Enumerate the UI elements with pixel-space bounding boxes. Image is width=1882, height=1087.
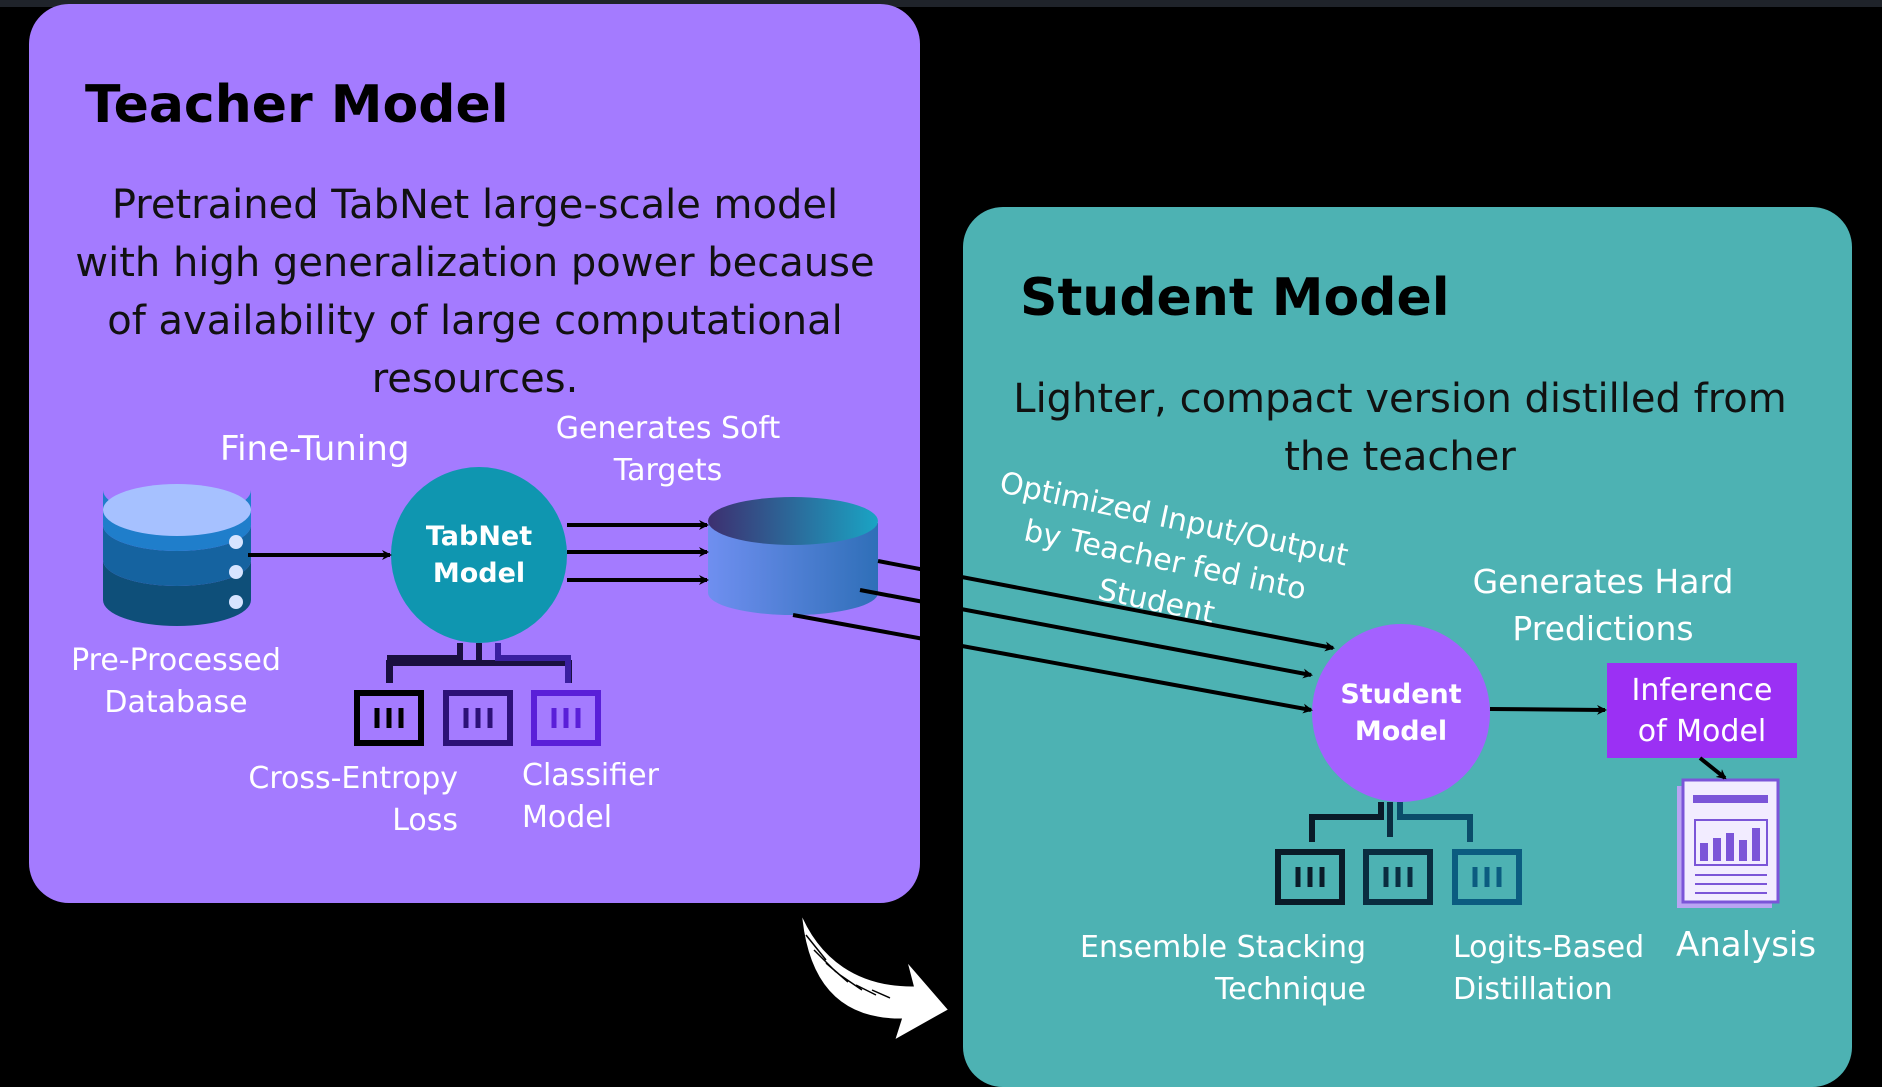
soft-targets-label: Generates Soft Targets <box>555 411 781 488</box>
ensemble-label: Ensemble Stacking Technique <box>1080 930 1367 1007</box>
tabnet-model-node: TabNet Model <box>391 467 567 643</box>
cross-entropy-label: Cross-Entropy Loss <box>248 761 458 838</box>
teacher-description: Pretrained TabNet large-scale model with… <box>75 182 875 402</box>
cylinder-icon <box>708 497 878 615</box>
report-chart-icon <box>1677 778 1780 908</box>
network-tree-icon <box>354 643 601 746</box>
logits-label: Logits-Based Distillation <box>1453 930 1645 1007</box>
connector-arrows <box>248 520 1727 780</box>
database-label: Pre-Processed Database <box>71 643 281 720</box>
curved-arrow-icon <box>798 907 953 1046</box>
hard-predictions-label: Generates Hard Predictions <box>1472 562 1734 648</box>
analysis-label: Analysis <box>1676 925 1817 965</box>
database-icon <box>103 484 251 626</box>
classifier-label: Classifier Model <box>522 758 659 835</box>
fine-tuning-label: Fine-Tuning <box>220 429 410 469</box>
student-description: Lighter, compact version distilled from … <box>1013 376 1787 480</box>
student-model-node: Student Model <box>1312 624 1490 802</box>
inference-box: Inference of Model <box>1607 663 1797 758</box>
teacher-panel <box>29 4 920 903</box>
teacher-title: Teacher Model <box>85 75 509 135</box>
student-title: Student Model <box>1020 268 1450 328</box>
top-bar <box>0 0 1882 7</box>
network-tree-icon <box>1275 802 1522 905</box>
